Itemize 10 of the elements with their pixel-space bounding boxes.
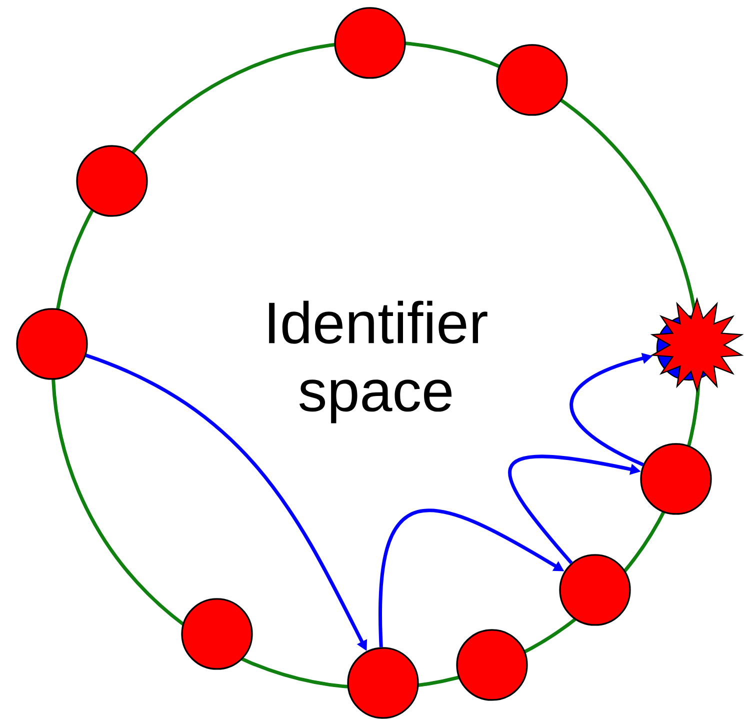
node-circle [640,443,712,515]
node-circle [559,554,631,626]
node-circle [16,308,88,380]
node-circle [181,598,253,670]
node-circle [456,629,528,701]
node-circle [347,647,419,719]
label-text: Identifier space [269,300,488,424]
node-circle [496,44,568,116]
node-circle [76,145,148,217]
node-circle [334,7,406,79]
